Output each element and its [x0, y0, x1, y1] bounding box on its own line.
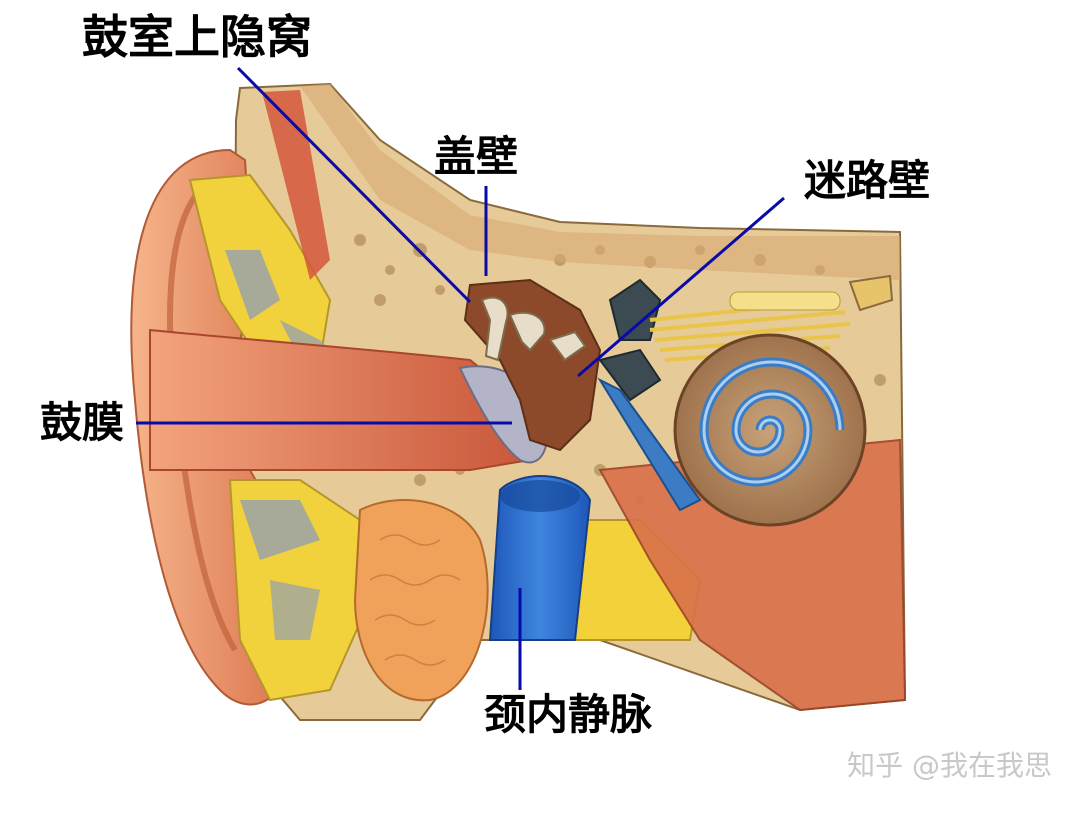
- malleus: [480, 296, 509, 362]
- lower-right-tissue: [598, 438, 907, 712]
- leader-labyrinthine: [577, 196, 785, 378]
- gland-lobules: [369, 534, 461, 666]
- stapes: [548, 330, 587, 362]
- cochlea: [673, 333, 867, 527]
- basal-turn: [597, 377, 702, 512]
- incus: [508, 311, 546, 352]
- leader-epitympanic: [236, 66, 472, 304]
- dura-layer: [300, 84, 900, 280]
- muscle-strip: [262, 90, 330, 280]
- label-epitympanic-recess: 鼓室上隐窝: [82, 10, 312, 64]
- label-tegmental-wall: 盖壁: [434, 132, 519, 181]
- jugular-vein-shape: [488, 475, 592, 641]
- watermark: 知乎 @我在我思: [847, 749, 1052, 782]
- top-right-bone-detail: [848, 274, 894, 312]
- label-internal-jugular-vein: 颈内静脉: [484, 690, 653, 739]
- nerve-bundle: [729, 291, 841, 311]
- label-labyrinthine-wall: 迷路壁: [804, 156, 931, 205]
- vestibule: [598, 278, 662, 402]
- label-tympanic-membrane: 鼓膜: [40, 398, 125, 447]
- parotid-gland: [353, 499, 489, 702]
- leader-lines: [136, 66, 785, 690]
- ossicles: [480, 296, 587, 362]
